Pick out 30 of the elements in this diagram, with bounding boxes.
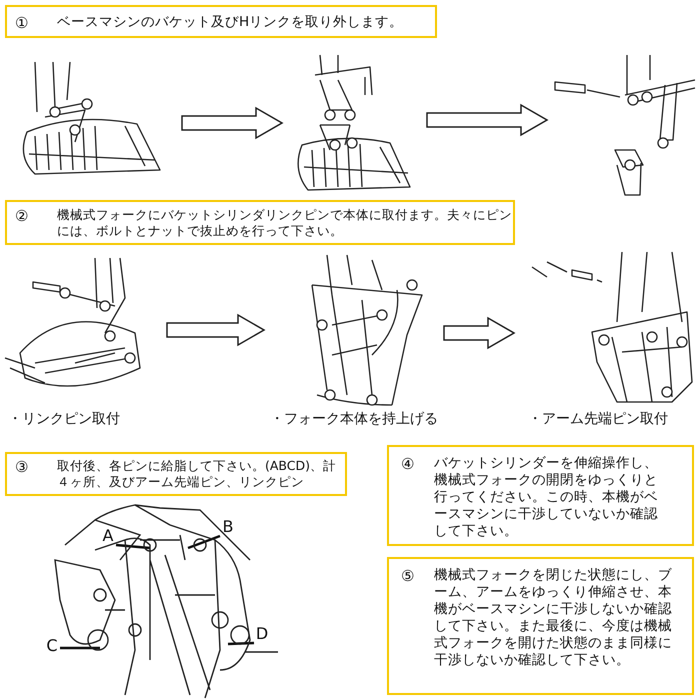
step-number: ① (15, 14, 28, 32)
instruction-text: 機械式フォークを閉じた状態にし、ブーム、アームをゆっくり伸縮させ、本機がベースマシンに干渉しないか確認して下さい。また最後に、今度は機械式フォークを開けた状態のまま同様に干渉しないか確認して下さい。 (434, 567, 673, 669)
callout-letter: A (100, 527, 116, 545)
step-number: ③ (15, 458, 28, 476)
leader-line (116, 544, 150, 550)
step-caption: ・アーム先端ピン取付 (528, 410, 668, 428)
step-number: ② (15, 207, 28, 225)
callout-letter: B (220, 518, 236, 536)
leader-line (188, 534, 220, 550)
block-arrow (181, 106, 284, 140)
step-box (5, 200, 515, 245)
step-number: ⑤ (401, 567, 414, 585)
step-number: ④ (401, 455, 414, 473)
instruction-text: バケットシリンダーを伸縮操作し、機械式フォークの開閉をゆっくりと行ってください。この時、本機がベースマシンに干渉していないか確認して下さい。 (434, 455, 659, 540)
callout-letter: C (44, 637, 60, 655)
block-arrow (443, 316, 516, 350)
block-arrow (166, 314, 266, 346)
step-box (5, 452, 347, 496)
leader-line (228, 642, 254, 646)
instruction-text: 機械式フォークにバケットシリンダリンクピンで本体に取付ます。夫々にピンには、ボルトとナットで抜止めを行って下さい。 (57, 207, 512, 239)
instruction-text: 取付後、各ピンに給脂して下さい。(ABCD)、計４ヶ所、及びアーム先端ピン、リンクピン (57, 458, 338, 490)
instruction-text: ベースマシンのバケット及びHリンクを取り外します。 (57, 14, 404, 31)
step-box (387, 557, 694, 695)
block-arrow (426, 104, 548, 136)
leader-line (60, 646, 100, 650)
step-box (5, 5, 437, 38)
callout-letter: D (254, 625, 270, 643)
step-caption: ・フォーク本体を持上げる (270, 410, 438, 428)
step-box (387, 445, 694, 546)
step-caption: ・リンクピン取付 (8, 410, 120, 428)
